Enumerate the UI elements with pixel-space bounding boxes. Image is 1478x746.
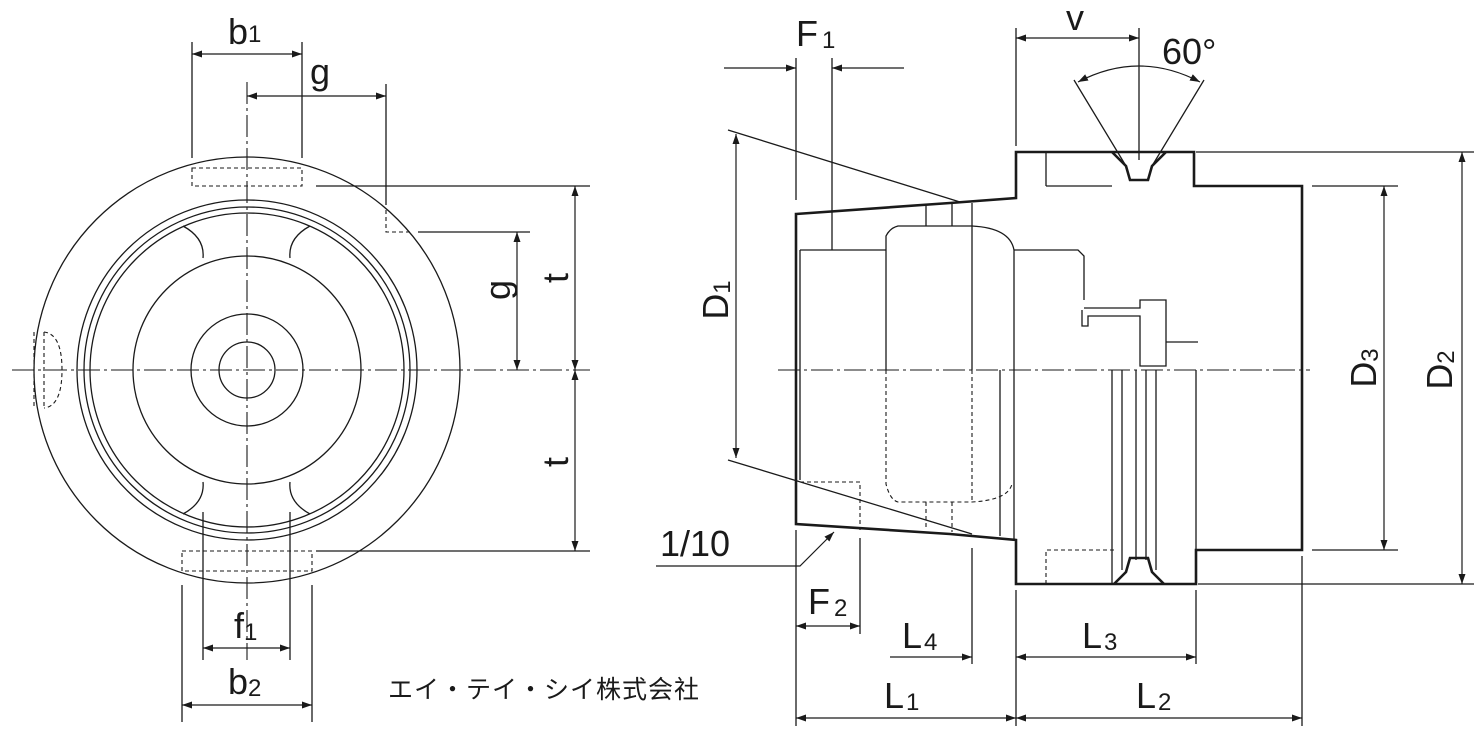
hub-circle (190, 313, 304, 427)
front-view: b1 g g t t f1 b2 (12, 11, 590, 722)
v-groove-bottom (1113, 556, 1165, 585)
taper-ext-bottom (727, 459, 973, 535)
label-taper: 1/10 (660, 523, 730, 564)
lower-keyway-hidden (181, 550, 313, 572)
label-D3: D3 (1343, 348, 1384, 387)
hidden-bore-lower (800, 481, 861, 530)
slot-circle-inner (132, 255, 362, 485)
hidden-flange-lower (1045, 549, 1116, 584)
upper-slot-arc-left (182, 225, 204, 259)
upper-keyway-hidden (191, 167, 303, 187)
lower-slot-arc-left (182, 481, 204, 515)
hidden-hub-lower (885, 370, 1013, 503)
label-D2: D2 (1419, 350, 1460, 389)
taper-ext-top (727, 129, 961, 203)
label-L1: L1 (884, 675, 919, 716)
label-b1: b1 (228, 11, 261, 52)
label-L4: L4 (902, 615, 937, 656)
label-b2: b2 (228, 661, 261, 702)
side-keyway-hidden (385, 210, 412, 233)
label-f1: f1 (234, 605, 257, 646)
label-D1: D1 (695, 280, 736, 319)
hub-step-upper (885, 225, 1015, 370)
label-v: v (1066, 0, 1084, 38)
label-L3: L3 (1082, 615, 1117, 656)
bolt-head (1081, 299, 1167, 367)
left-tap-hidden (33, 331, 63, 409)
bore-circle (218, 341, 276, 399)
body-circle-inner (83, 206, 411, 534)
tapered-bushing-outline (794, 150, 1304, 586)
label-L2: L2 (1136, 675, 1171, 716)
angle-ext-left (1073, 79, 1127, 167)
label-t-upper: t (535, 273, 576, 283)
label-angle: 60° (1162, 31, 1216, 72)
sleeve-upper (1014, 249, 1085, 300)
angle-ext-right (1151, 79, 1205, 167)
company-name: エイ・テイ・シイ株式会社 (388, 675, 701, 704)
label-g-side: g (477, 280, 518, 300)
taper-leader (656, 531, 835, 567)
hidden-screw-lower (925, 502, 953, 532)
slot-circle-outer (89, 212, 405, 528)
v-groove-top (1111, 151, 1167, 182)
lower-slot-arc-right (289, 481, 311, 515)
label-g-top: g (310, 51, 330, 92)
upper-slot-arc-right (289, 225, 311, 259)
body-circle-outer (76, 199, 418, 541)
angle-arc (1077, 65, 1201, 83)
label-t-lower: t (535, 457, 576, 467)
